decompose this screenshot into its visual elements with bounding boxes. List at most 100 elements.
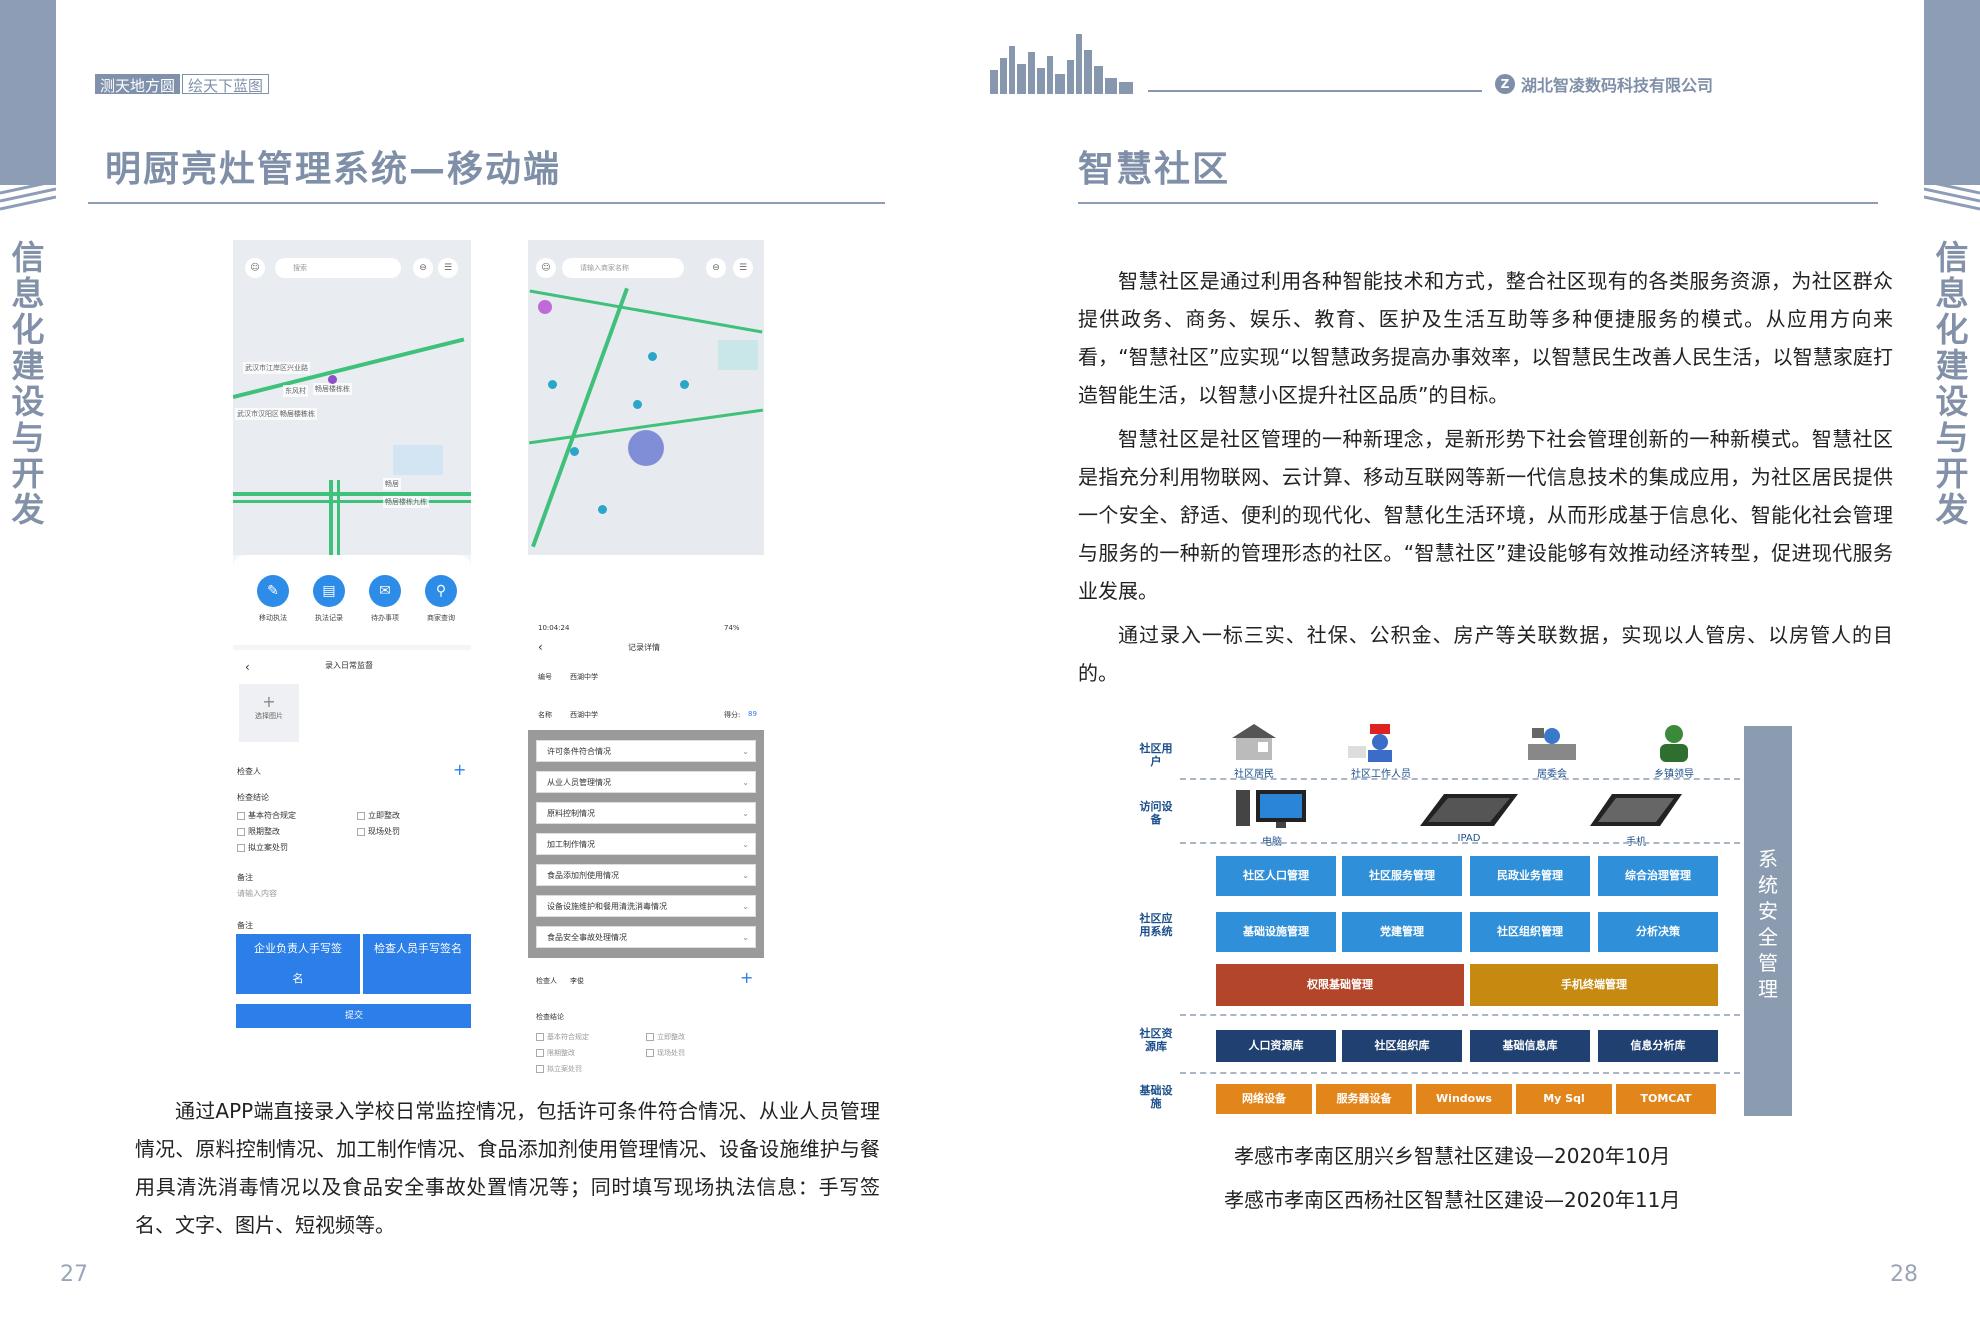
inspector-label: 检查人 [237, 767, 261, 776]
user-label: 居委会 [1537, 769, 1567, 780]
task-icon[interactable]: ✉ [369, 575, 401, 607]
checklist-row[interactable]: 食品安全事故处理情况⌄ [536, 926, 756, 948]
leader-icon: 乡镇领导 [1644, 722, 1704, 780]
conclusion-label: 检查结论 [237, 793, 269, 802]
side-tab-label: 信息化建设与开发 [1935, 238, 1969, 529]
map-label: 畅居楼栋栋 [278, 408, 317, 420]
row-label-apps: 社区应用系统 [1139, 912, 1173, 938]
map-road [529, 289, 763, 334]
checklist-row[interactable]: 许可条件符合情况⌄ [536, 740, 756, 762]
phone-screenshot-1: ☺ 搜索 ⊖ ☰ 武汉市江岸区兴业路 东风村 武汉市汉阳区琴台小学 畅居楼栋栋 … [233, 240, 471, 1055]
map-water [718, 340, 758, 370]
avatar-icon: ☺ [536, 258, 556, 278]
right-paragraph-3: 通过录入一标三实、社保、公积金、房产等关联数据，实现以人管房、以房管人的目的。 [1078, 623, 1893, 685]
edit-icon[interactable]: ✎ [257, 575, 289, 607]
checklist-panel: 许可条件符合情况⌄ 从业人员管理情况⌄ 原料控制情况⌄ 加工制作情况⌄ 食品添加… [528, 730, 764, 958]
right-side-tab: 信息化建设与开发 [1924, 0, 1980, 1343]
map-pin-icon [648, 352, 657, 361]
user-search-icon[interactable]: ⚲ [425, 575, 457, 607]
app-module: 社区人口管理 [1216, 856, 1336, 896]
security-management-column: 系统安全管理 [1744, 726, 1792, 1116]
side-tab-label: 信息化建设与开发 [11, 238, 45, 529]
document-icon[interactable]: ▤ [313, 575, 345, 607]
left-page-title: 明厨亮灶管理系统—移动端 [105, 149, 562, 190]
add-photo-button[interactable]: + 选择图片 [239, 684, 299, 742]
left-body-paragraph: 通过APP端直接录入学校日常监控情况，包括许可条件符合情况、从业人员管理情况、原… [135, 1099, 880, 1237]
diagram-divider [1180, 842, 1740, 844]
plus-icon: + [262, 692, 276, 711]
side-tab-block [1924, 0, 1980, 185]
app-module: 基础设施管理 [1216, 912, 1336, 952]
device-label: 电脑 [1262, 837, 1282, 848]
score-value: 89 [748, 710, 757, 718]
conclusion-label: 检查结论 [536, 1013, 564, 1021]
option-checkbox[interactable]: 限期整改 [536, 1048, 575, 1058]
option-checkbox[interactable]: 现场处罚 [357, 826, 400, 837]
map-road [531, 287, 629, 548]
inspector-sign-button[interactable]: 检查人员手写签名 [363, 934, 471, 994]
resource-db: 人口资源库 [1216, 1030, 1336, 1062]
caption-1: 孝感市孝南区朋兴乡智慧社区建设—2020年10月 [1234, 1144, 1671, 1168]
map-road [233, 492, 471, 496]
map-view: ☺ 搜索 ⊖ ☰ 武汉市江岸区兴业路 东风村 武汉市汉阳区琴台小学 畅居楼栋栋 … [233, 240, 471, 555]
function-panel: ✎ ▤ ✉ ⚲ 移动执法 执法记录 待办事项 商家查询 [233, 555, 471, 645]
form-title: 录入日常监督 [325, 661, 373, 670]
resource-db: 社区组织库 [1342, 1030, 1462, 1062]
caption-2: 孝感市孝南区西杨社区智慧社区建设—2020年11月 [1224, 1188, 1681, 1212]
checklist-row[interactable]: 从业人员管理情况⌄ [536, 771, 756, 793]
checklist-row[interactable]: 食品添加剂使用情况⌄ [536, 864, 756, 886]
back-icon[interactable]: ‹ [538, 640, 543, 654]
app-module: 分析决策 [1598, 912, 1718, 952]
company-brand: Z 湖北智凌数码科技有限公司 [1495, 72, 1713, 96]
tagline-part1: 测天地方圆 [95, 74, 181, 95]
option-checkbox[interactable]: 基本符合规定 [237, 810, 296, 821]
staff-icon: 社区工作人员 [1346, 722, 1416, 780]
committee-icon: 居委会 [1522, 722, 1582, 780]
option-checkbox[interactable]: 拟立案处罚 [536, 1064, 582, 1074]
right-body-text: 智慧社区是通过利用各种智能技术和方式，整合社区现有的各类服务资源，为社区群众提供… [1078, 262, 1893, 692]
option-checkbox[interactable]: 基本符合规定 [536, 1032, 589, 1042]
right-page-number: 28 [1890, 1262, 1918, 1287]
map-road [337, 480, 340, 555]
option-checkbox[interactable]: 现场处罚 [646, 1048, 685, 1058]
icon-label: 执法记录 [315, 614, 343, 622]
add-inspector-icon[interactable]: + [453, 760, 467, 779]
app-module-wide: 手机终端管理 [1470, 964, 1718, 1006]
side-tab-stripes [0, 185, 56, 211]
checklist-row[interactable]: 设备设施维护和餐用清洗消毒情况⌄ [536, 895, 756, 917]
map-road [233, 500, 471, 503]
map-label: 东风村 [283, 385, 308, 397]
device-label: 手机 [1626, 837, 1646, 848]
diagram-divider [1180, 1072, 1740, 1074]
remark-input[interactable]: 请输入内容 [237, 889, 277, 898]
row-label-users: 社区用户 [1139, 742, 1173, 768]
submit-button[interactable]: 提交 [236, 1004, 471, 1028]
location-marker-icon [628, 430, 664, 466]
checklist-row[interactable]: 原料控制情况⌄ [536, 802, 756, 824]
back-icon[interactable]: ‹ [245, 660, 250, 674]
option-checkbox[interactable]: 立即整改 [646, 1032, 685, 1042]
map-pin-icon [548, 380, 557, 389]
security-management-char: 全 [1758, 925, 1778, 949]
list-icon: ☰ [438, 258, 458, 278]
owner-sign-button[interactable]: 企业负责人手写签名 [236, 934, 360, 994]
inspector-value: 李俊 [570, 977, 584, 985]
checklist-row[interactable]: 加工制作情况⌄ [536, 833, 756, 855]
row-label-devices: 访问设备 [1139, 800, 1173, 826]
option-checkbox[interactable]: 限期整改 [237, 826, 280, 837]
inspector-label: 检查人 [536, 977, 557, 985]
ipad-icon: IPAD [1414, 790, 1524, 844]
status-time: 10:04:24 [538, 624, 570, 632]
map-pin-icon [570, 447, 579, 456]
form-panel: ‹ 录入日常监督 + 选择图片 检查人 + 检查结论 基本符合规定 立即整改 限… [233, 650, 471, 1055]
app-module: 民政业务管理 [1470, 856, 1590, 896]
resident-icon: 社区居民 [1224, 722, 1284, 780]
add-inspector-icon[interactable]: + [740, 968, 754, 987]
option-checkbox[interactable]: 拟立案处罚 [237, 842, 288, 853]
device-label: IPAD [1457, 833, 1481, 844]
option-checkbox[interactable]: 立即整改 [357, 810, 400, 821]
list-icon: ☰ [733, 258, 753, 278]
avatar-icon: ☺ [245, 258, 265, 278]
map-label: 畅居楼栋九栋 [383, 496, 429, 508]
icon-label: 待办事项 [371, 614, 399, 622]
